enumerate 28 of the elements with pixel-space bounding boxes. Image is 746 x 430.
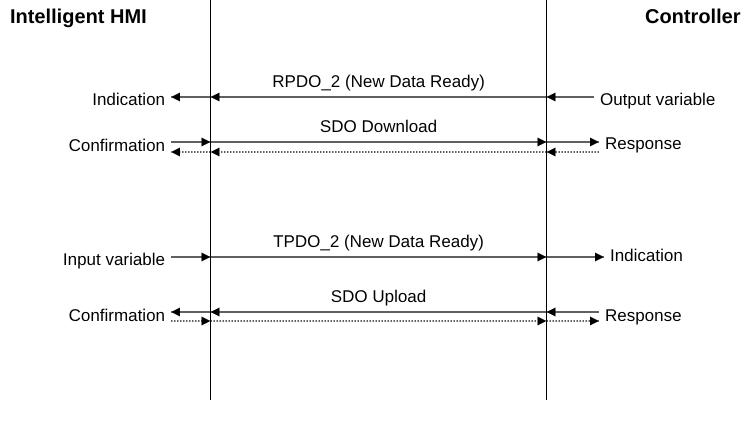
dotted-arrow [210,316,546,326]
arrow [171,138,210,146]
arrow [210,138,546,146]
arrow [546,92,594,102]
arrow [546,252,604,262]
lifeline-heading: Intelligent HMI [10,6,147,29]
signal-label: Indication [92,90,165,110]
signal-label: Indication [610,246,683,266]
arrow [171,252,210,262]
arrow [546,138,599,146]
dotted-arrow [546,316,599,326]
dotted-arrow [546,148,599,156]
arrow [171,308,210,316]
arrow [210,252,546,262]
arrow [210,308,546,316]
dotted-arrow [210,148,546,156]
signal-label: Confirmation [68,306,165,326]
arrow [210,92,546,102]
arrow [546,308,599,316]
signal-label: Confirmation [68,136,165,156]
signal-label: Response [605,306,682,326]
lifeline-heading: Controller [645,6,741,29]
arrow [171,92,210,102]
signal-label: Response [605,134,682,154]
dotted-arrow [171,148,210,156]
signal-label: Output variable [600,90,716,110]
dotted-arrow [171,316,210,326]
signal-label: Input variable [62,250,165,270]
